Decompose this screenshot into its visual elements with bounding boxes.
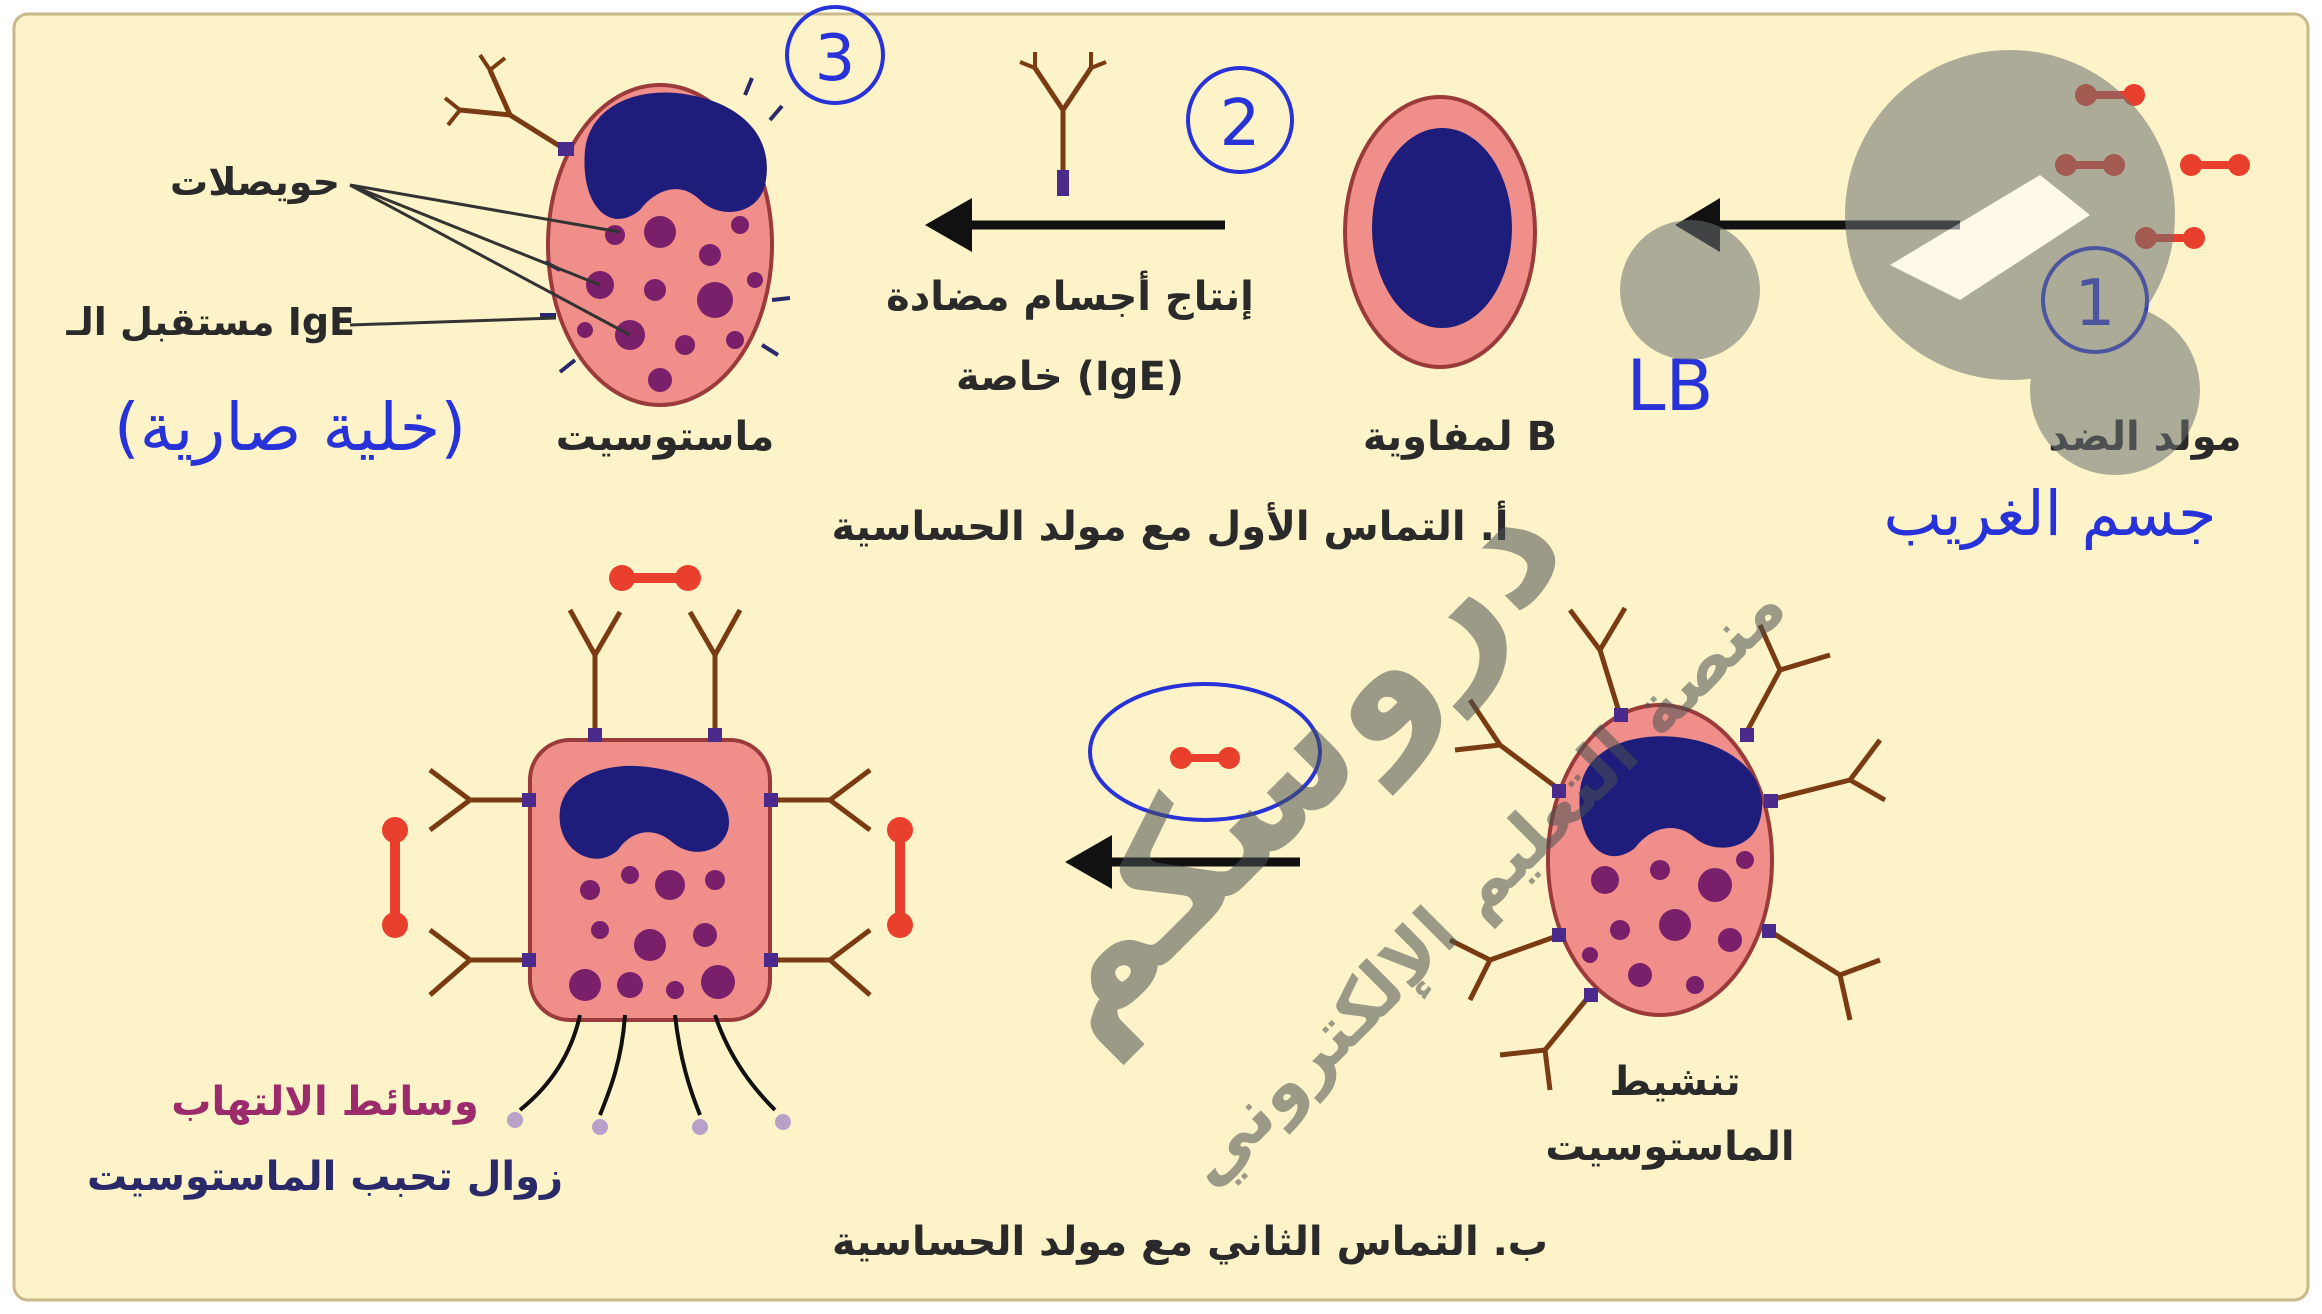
antibody-production-line1: إنتاج أجسام مضادة	[886, 270, 1254, 320]
inflammation-mediators-label: وسائط الالتهاب	[171, 1079, 478, 1125]
degranulation-label: زوال تحبب الماستوسيت	[87, 1154, 563, 1200]
mastocyte-label: ماستوسيت	[556, 414, 775, 460]
b-lymphocyte-cell	[1345, 97, 1535, 367]
panel-b-caption: ب. التماس الثاني مع مولد الحساسية	[832, 1219, 1548, 1265]
ige-receptor-label: مستقبل الـ IgE	[65, 300, 355, 344]
vesicles-label: حويصلات	[170, 160, 340, 204]
antibody-production-line2: خاصة (IgE)	[956, 354, 1184, 400]
activation-label-line1: تنشيط	[1609, 1059, 1740, 1105]
activation-label-line2: الماستوسيت	[1545, 1124, 1794, 1170]
mast-cell-note: (خلية صارية)	[114, 389, 466, 466]
foreign-body-note: جسم الغريب	[1884, 477, 2217, 550]
step3-number: 3	[815, 22, 856, 96]
step2-number: 2	[1220, 87, 1261, 161]
